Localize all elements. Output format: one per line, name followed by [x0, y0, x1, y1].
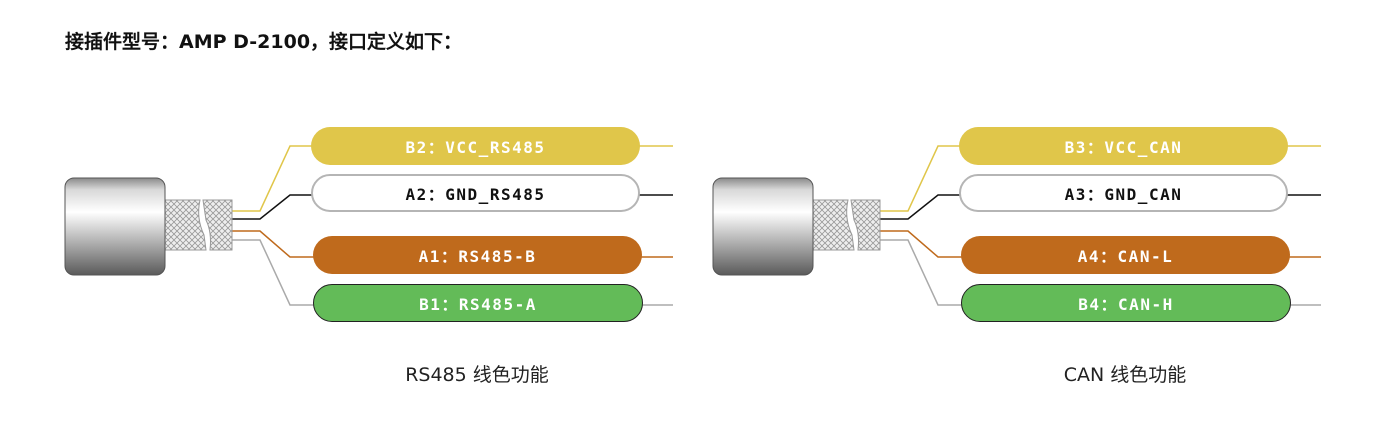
connector-illustration	[712, 145, 1321, 306]
pin-gnd: A3：GND_CAN	[959, 174, 1288, 212]
wiring-diagram: B2：VCC_RS485 A2：GND_RS485 A1：RS485-B B1：…	[64, 127, 673, 386]
diagram-caption: CAN 线色功能	[1063, 364, 1187, 386]
pin-label: A1：RS485-B	[418, 247, 537, 266]
pin-label: A4：CAN-L	[1077, 247, 1174, 266]
wiring-diagram: B3：VCC_CAN A3：GND_CAN A4：CAN-L B4：CAN-H …	[648, 0, 1348, 425]
pin-gnd: A2：GND_RS485	[311, 174, 640, 212]
pin-label: A2：GND_RS485	[405, 185, 546, 204]
pin-label: B1：RS485-A	[419, 295, 537, 314]
pin-vcc: B3：VCC_CAN	[959, 127, 1288, 165]
connector-illustration	[64, 145, 673, 306]
pin-label: A3：GND_CAN	[1064, 185, 1183, 204]
pin-vcc: B2：VCC_RS485	[311, 127, 640, 165]
pin-signal-low: A1：RS485-B	[313, 236, 642, 274]
pin-label: B4：CAN-H	[1078, 295, 1174, 314]
pin-signal-high: B1：RS485-A	[313, 284, 643, 322]
pin-signal-high: B4：CAN-H	[961, 284, 1291, 322]
wires	[232, 145, 673, 306]
pin-label: B2：VCC_RS485	[405, 138, 546, 157]
pin-label: B3：VCC_CAN	[1064, 138, 1183, 157]
page-title: 接插件型号：AMP D-2100，接口定义如下：	[65, 31, 463, 53]
wires	[880, 145, 1321, 306]
diagram-caption: RS485 线色功能	[405, 364, 549, 386]
pin-signal-low: A4：CAN-L	[961, 236, 1290, 274]
